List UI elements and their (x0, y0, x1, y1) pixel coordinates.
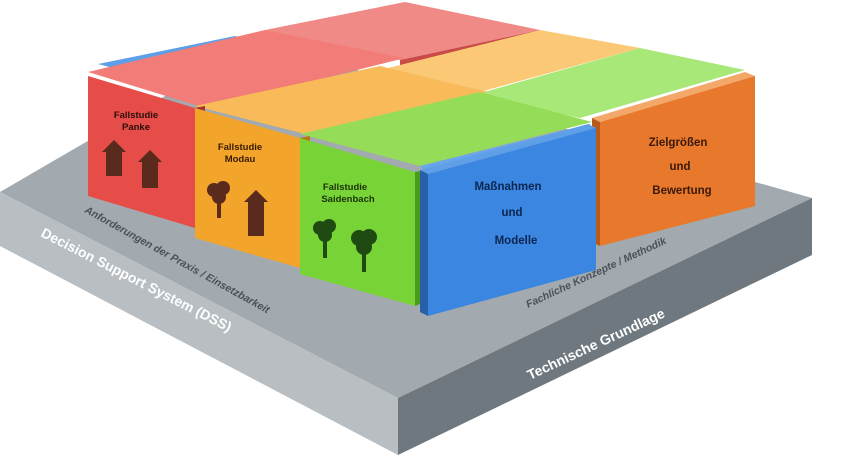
massnahmen-line1: Maßnahmen (474, 181, 541, 193)
massnahmen-side (420, 170, 428, 316)
massnahmen-line2: und (501, 207, 522, 219)
saidenbach-front (300, 138, 415, 306)
massnahmen-top (420, 124, 596, 174)
back-green-block-top (470, 48, 745, 118)
tree-icon (351, 229, 377, 272)
massnahmen-front (428, 128, 596, 316)
modau-front (195, 108, 300, 268)
house-icon (102, 140, 126, 176)
zielgroessen-block: Zielgrößen und Bewertung (592, 72, 755, 246)
zielgroessen-top (592, 72, 755, 122)
massnahmen-line3: Modelle (495, 235, 538, 247)
saidenbach-line2: Saidenbach (321, 194, 375, 205)
panke-front (88, 76, 195, 228)
zielgroessen-line1: Zielgrößen (649, 137, 708, 149)
house-icon (138, 150, 162, 188)
tree-icon (313, 219, 336, 258)
tree-icon (207, 181, 230, 218)
back-red-block-top (265, 2, 540, 60)
house-icon (244, 190, 268, 236)
red-bar-top (88, 30, 405, 108)
modau-line1: Fallstudie (218, 142, 262, 153)
green-bar-top (300, 92, 592, 166)
platform-right-side (398, 198, 812, 455)
modau-line2: Modau (225, 154, 256, 165)
zielgroessen-line3: Bewertung (652, 185, 711, 197)
zielgroessen-front (600, 76, 755, 246)
zielgroessen-line2: und (669, 161, 690, 173)
massnahmen-block: Maßnahmen und Modelle (420, 124, 596, 316)
panke-line1: Fallstudie (114, 110, 158, 121)
back-blocks (98, 2, 745, 118)
saidenbach-line1: Fallstudie (323, 182, 367, 193)
panke-line2: Panke (122, 122, 150, 133)
orange-bar-top (195, 66, 488, 134)
back-orange-block-top (380, 30, 640, 92)
platform-left-side (0, 192, 398, 455)
